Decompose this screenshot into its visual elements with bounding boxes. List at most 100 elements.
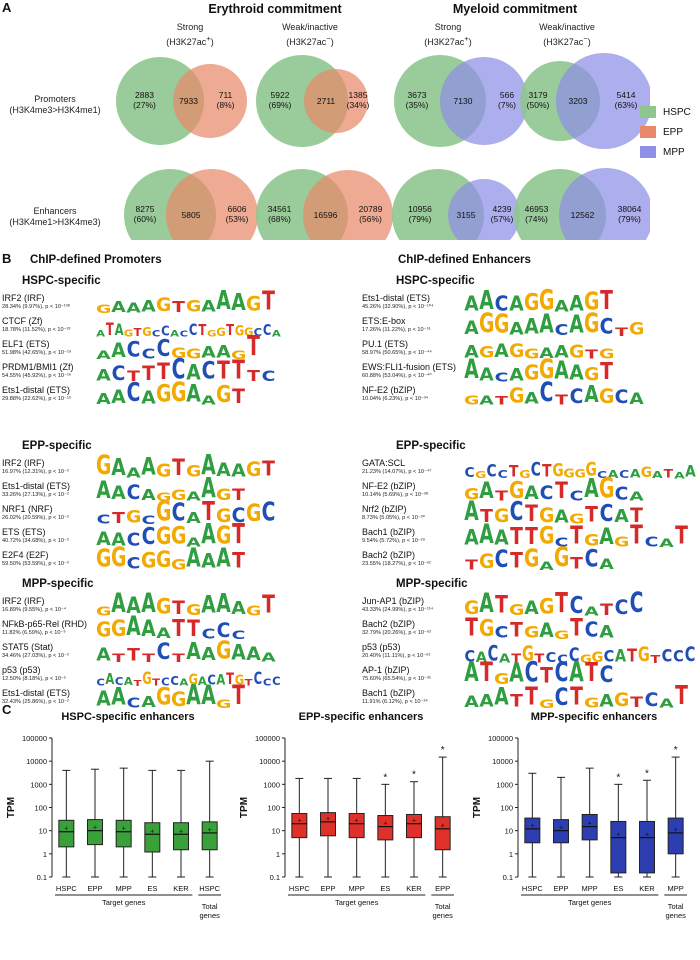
logo-letter: A [123,675,133,689]
logo-letter: T [112,651,125,666]
logo-letter: G [246,604,262,620]
logo-letter: C [486,462,497,482]
logo-letter: G [111,543,127,574]
logo-letter: A [186,361,201,386]
logo-letter: G [585,459,597,482]
logo-letter: A [201,394,216,409]
logo-letter: T [555,393,568,409]
motif-entry: Ets1-distal (ETS)33.26% (27.13%), p < 10… [2,476,342,509]
logo-letter: G [521,643,534,666]
logo-letter: G [479,343,495,363]
box-1: + [87,768,103,878]
enhancers-section-title: ChIP-defined Enhancers [398,254,531,266]
logo-letter: T [226,321,235,340]
logo-letter: T [232,681,245,712]
logo-letter: A [126,301,141,317]
motif-name: Bach2 (bZIP) [362,619,416,629]
box-mean-marker: + [122,826,126,833]
box-mean-marker: + [441,823,445,830]
motif-name: NF-E2 (bZIP) [362,385,416,395]
box-1: + [320,777,336,878]
venn-left-pct: (50%) [526,100,550,110]
motif-name: PRDM1/BMI1 (Zf) [2,362,74,372]
venn-left-count: 34561 [267,204,292,214]
box-3: +* [610,772,627,878]
logo-letter: G [637,644,650,666]
logo-letter: C [644,535,659,551]
col-header-myeloid-weak: Weak/inactive (H3K27ac−) [512,22,622,48]
logo-letter: T [495,394,508,409]
box-mean-marker: + [208,827,212,834]
venn-right-pct: (34%) [346,100,370,110]
logo-letter: A [186,639,201,666]
logo-letter: G [524,290,540,317]
logo-letter: T [570,555,583,574]
logo-letter: A [231,599,246,620]
logo-letter: A [509,293,524,317]
motif-stat: 16.89% (9.55%), p < 10⁻⁴ [2,607,67,613]
col-header-weak-text: Weak/inactive [539,22,595,32]
logo-letter: T [585,348,598,363]
logo-letter: A [141,298,156,317]
box-mean-marker: + [412,818,416,825]
venn-left-count: 46953 [524,204,549,214]
motif-name: E2F4 (E2F) [2,550,49,560]
motif-name: p53 (p53) [2,665,41,675]
box-body [406,813,422,839]
y-tick-label: 100000 [22,734,47,743]
venn-circle-mpp [556,53,650,149]
venn-overlap-count: 5805 [181,210,201,220]
logo-letter: C [231,629,246,643]
logo-letter: A [607,469,619,482]
boxplot-svg: 1000001000010001001010.1TPM+HSPC+EPP+MPP… [472,734,687,920]
logo-letter: A [464,355,479,386]
logo-letter: G [142,324,152,340]
logo-letter: T [630,505,643,528]
motif-stat: 16.97% (12.31%), p < 10⁻² [2,469,69,475]
logo-letter: C [126,555,141,574]
logo-letter: A [96,328,106,340]
venn-overlap-count: 7130 [453,96,473,106]
motif-name: Nrf2 (bZIP) [362,504,407,514]
logo-letter: A [569,311,584,340]
logo-letter: T [152,676,161,689]
logo-letter: A [141,487,156,505]
box-mean-marker: + [559,825,563,832]
logo-letter: T [495,592,508,620]
y-tick-label: 1 [276,850,280,859]
venn-right-pct: (56%) [359,214,382,224]
logo-letter: G [186,347,202,363]
box-3: + [144,769,161,878]
logo-letter: C [524,657,539,689]
y-tick-label: 10 [505,827,513,836]
logo-letter: A [96,391,111,409]
logo-letter: G [156,295,172,317]
logo-letter: G [591,650,604,666]
motif-name: EWS:FLI1-fusion (ETS) [362,362,457,372]
category-sublabel: Total [435,902,451,911]
motif-entry: Ets1-distal (ETS)32.43% (25.86%), p < 10… [2,683,342,716]
logo-letter: A [629,468,641,482]
logo-letter: A [464,318,479,340]
logo-letter: A [105,670,115,689]
venn-right-count: 4239 [492,204,512,214]
motif-name: CTCF (Zf) [2,316,43,326]
logo-letter: G [96,545,112,574]
box-body [58,819,75,848]
logo-letter: T [585,659,598,689]
logo-letter: A [539,560,554,574]
motif-name: ETS:E-box [362,316,406,326]
logo-letter: C [597,470,608,482]
logo-letter: A [539,346,554,363]
logo-letter: C [569,593,584,620]
panel-c-letter: C [2,702,12,717]
venn-circle-epp [303,170,393,240]
legend-item-mpp: MPP [640,142,700,162]
logo-letter: C [603,648,615,666]
y-tick-label: 100000 [255,734,280,743]
motif-name: PU.1 (ETS) [362,339,409,349]
